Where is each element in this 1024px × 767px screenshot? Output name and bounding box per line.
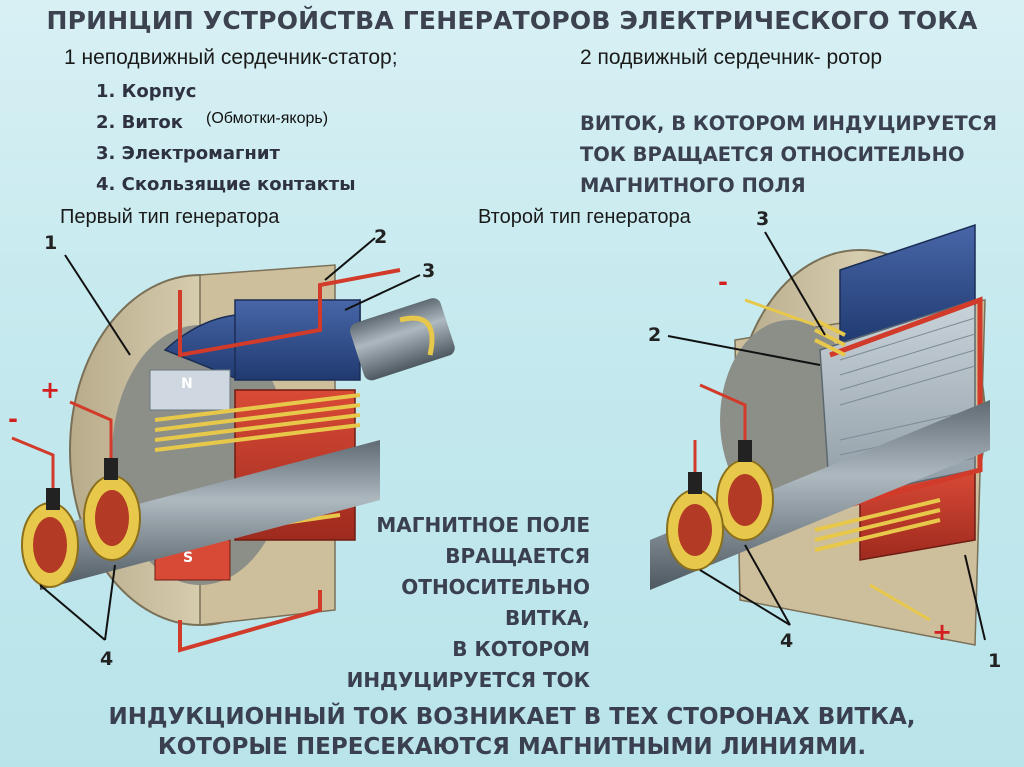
gen2-shaft [650, 400, 990, 590]
gen2-callout-2: 2 [648, 324, 662, 346]
gen1-callout-2: 2 [374, 226, 388, 248]
bottom-caption-line: ИНДУКЦИОННЫЙ ТОК ВОЗНИКАЕТ В ТЕХ СТОРОНА… [108, 704, 916, 730]
gen2-label: Второй тип генератора [478, 206, 691, 228]
right-caption: ВИТОК, В КОТОРОМ ИНДУЦИРУЕТСЯ ТОК ВРАЩАЕ… [580, 108, 997, 201]
right-caption-line: ВИТОК, В КОТОРОМ ИНДУЦИРУЕТСЯ [580, 112, 998, 135]
parts-legend: 1. Корпус 2. Виток 3. Электромагнит 4. С… [96, 76, 356, 200]
gen1-callout-lines [39, 237, 421, 641]
gen2-callout-1: 1 [988, 650, 1002, 672]
gen1-slip-ring-2-inner [33, 517, 67, 573]
legend-item-2: 2. Виток [96, 112, 183, 133]
legend-item-4: 4. Скользящие контакты [96, 174, 356, 195]
gen1-south-label: S [183, 550, 194, 566]
middle-caption-line: В КОТОРОМ [452, 637, 590, 661]
gen2-coils [814, 318, 941, 552]
gen1-north-pole [149, 369, 231, 411]
gen2-brush-1 [738, 440, 752, 462]
page-title: ПРИНЦИП УСТРОЙСТВА ГЕНЕРАТОРОВ ЭЛЕКТРИЧЕ… [46, 6, 978, 35]
gen1-brush-plus [104, 458, 118, 480]
gen1-label: Первый тип генератора [60, 206, 280, 228]
gen1-slip-ring-1-inner [95, 490, 129, 546]
middle-caption-line: ОТНОСИТЕЛЬНО ВИТКА, [401, 575, 590, 630]
gen1-wire-loop [178, 268, 401, 358]
right-caption-line: МАГНИТНОГО ПОЛЯ [580, 174, 806, 197]
gen2-callout-lines [667, 231, 986, 641]
generator-2 [650, 223, 990, 646]
gen1-wire-bottom [178, 590, 322, 653]
gen1-brush-minus [46, 488, 60, 510]
middle-caption-line: МАГНИТНОЕ ПОЛЕ [376, 513, 590, 537]
generator-1 [11, 237, 455, 653]
gen1-plus-sign: + [40, 376, 61, 404]
gen1-callout-1: 1 [44, 232, 58, 254]
bottom-caption-line: КОТОРЫЕ ПЕРЕСЕКАЮТСЯ МАГНИТНЫМИ ЛИНИЯМИ. [157, 734, 867, 760]
bottom-caption: ИНДУКЦИОННЫЙ ТОК ВОЗНИКАЕТ В ТЕХ СТОРОНА… [0, 702, 1024, 762]
legend-item-1: 1. Корпус [96, 81, 197, 102]
gen1-callout-3: 3 [422, 260, 436, 282]
gen1-minus-sign: - [8, 405, 18, 433]
legend-item-3: 3. Электромагнит [96, 143, 280, 164]
middle-caption: МАГНИТНОЕ ПОЛЕ ВРАЩАЕТСЯ ОТНОСИТЕЛЬНО ВИ… [320, 510, 590, 696]
middle-caption-line: ИНДУЦИРУЕТСЯ ТОК [346, 668, 590, 692]
gen2-slip-ring-2-inner [678, 504, 712, 556]
stator-label: 1 неподвижный сердечник-статор; [64, 46, 398, 69]
gen2-plus-sign: + [932, 618, 953, 646]
gen1-callout-4: 4 [100, 648, 114, 670]
gen2-callout-3: 3 [756, 208, 770, 230]
gen2-brush-2 [688, 472, 702, 494]
rotation-arrow-icon [399, 315, 435, 356]
gen2-minus-sign: - [718, 268, 728, 296]
gen2-rotor-winding [829, 296, 983, 513]
right-caption-line: ТОК ВРАЩАЕТСЯ ОТНОСИТЕЛЬНО [580, 143, 965, 166]
gen2-callout-4: 4 [780, 630, 794, 652]
middle-caption-line: ВРАЩАЕТСЯ [445, 544, 590, 568]
gen1-shaft-end [350, 298, 455, 381]
rotor-label: 2 подвижный сердечник- ротор [580, 46, 883, 69]
gen1-north-label: N [181, 376, 193, 392]
gen2-slip-ring-1-inner [728, 474, 762, 526]
winding-note: (Обмотки-якорь) [206, 110, 329, 127]
